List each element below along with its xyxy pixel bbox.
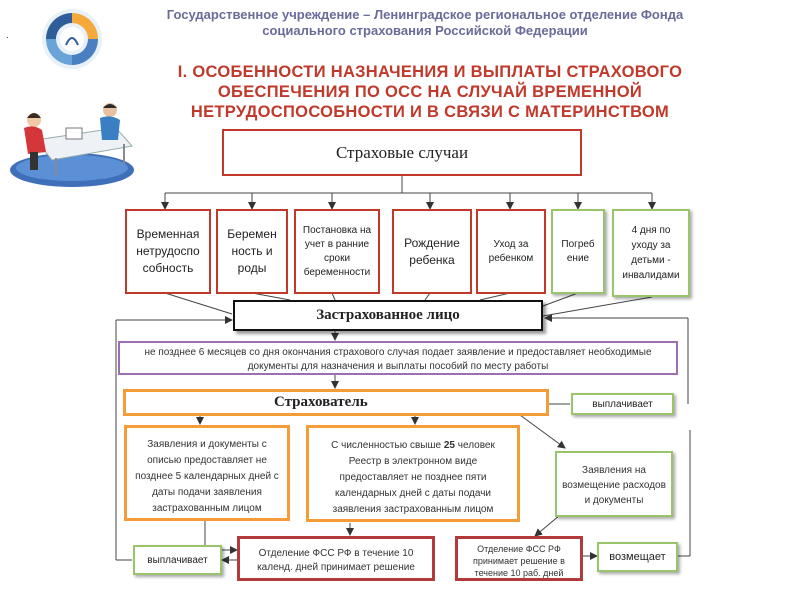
fss-work-line2: принимает решение в [473, 556, 565, 566]
fss-decision-10-working-days-box: Отделение ФСС РФ принимает решение в теч… [455, 536, 583, 581]
reimburses-box: возмещает [597, 542, 678, 572]
large-employer-line4: календарных дней с даты подачи [334, 488, 492, 499]
insured-person-box: Застрахованное лицо [233, 300, 543, 331]
small-employer-line3: позднее 5 календарных дней с [135, 471, 279, 482]
case-label: Постановка на учет в ранние сроки береме… [302, 224, 372, 278]
case-burial: Погреб ение [551, 209, 605, 294]
pays-right-box: выплачивает [571, 393, 674, 415]
fss-work-line1: Отделение ФСС РФ [477, 544, 561, 554]
reimburses-label: возмещает [609, 551, 666, 563]
documents-within-5-days-box: Заявления и документы с описью предостав… [124, 425, 290, 521]
fss-logo-icon [36, 5, 108, 73]
reimbursement-line3: и документы [584, 495, 644, 506]
header-organization-line2: социального страхования Российской Федер… [262, 23, 588, 38]
title-line1: I. ОСОБЕННОСТИ НАЗНАЧЕНИЯ И ВЫПЛАТЫ СТРА… [177, 63, 683, 81]
title-line2: ОБЕСПЕЧЕНИЯ ПО ОСС НА СЛУЧАЙ ВРЕМЕННОЙ [217, 83, 643, 101]
pays-left-label: выплачивает [147, 554, 208, 566]
office-workers-illustration [6, 98, 138, 190]
case-label: Временная нетрудоспо собность [136, 227, 200, 275]
small-employer-line4: даты подачи заявления [152, 487, 262, 498]
fss-decision-10-line1: Отделение ФСС РФ в течение 10 [258, 548, 414, 559]
insured-person-label: Застрахованное лицо [316, 307, 460, 323]
reimbursement-request-box: Заявления на возмещение расходов и докум… [555, 451, 673, 517]
pays-left-box: выплачивает [133, 545, 222, 575]
case-child-birth: Рождение ребенка [392, 209, 472, 294]
case-child-care: Уход за ребенком [476, 209, 546, 294]
small-employer-line2: описью предоставляет не [147, 455, 267, 466]
insurance-cases-root-label: Страховые случаи [335, 142, 469, 162]
case-disabled-children-care: 4 дня по уходу за детьми - инвалидами [612, 209, 690, 297]
reimbursement-line2: возмещение расходов [562, 480, 666, 491]
application-note-line2: документы для назначения и выплаты пособ… [247, 361, 549, 372]
page-title: I. ОСОБЕННОСТИ НАЗНАЧЕНИЯ И ВЫПЛАТЫ СТРА… [110, 62, 750, 122]
insurer-box: Страхователь [123, 389, 549, 416]
header-organization-line1: Государственное учреждение – Ленинградск… [166, 7, 684, 22]
large-employer-line2: Реестр в электронном виде [348, 456, 478, 467]
large-employer-line5: заявления застрахованным лицом [332, 504, 494, 515]
small-employer-line1: Заявления и документы с [147, 439, 267, 450]
application-deadline-note: не позднее 6 месяцев со дня окончания ст… [118, 341, 678, 375]
header-dot: . [6, 30, 9, 41]
case-pregnancy-childbirth: Беремен ность и роды [216, 209, 288, 294]
small-employer-line5: застрахованным лицом [152, 503, 262, 514]
insurer-label: Страхователь [274, 394, 368, 410]
fss-decision-10-line2: календ. дней принимает решение [257, 562, 415, 573]
electronic-registry-box: С численностью свыше 25 человек Реестр в… [306, 425, 520, 522]
reimbursement-line1: Заявления на [582, 465, 646, 476]
case-label: Уход за ребенком [488, 238, 534, 264]
case-label: Рождение ребенка [404, 235, 460, 267]
title-line3: НЕТРУДОСПОСОБНОСТИ И В СВЯЗИ С МАТЕРИНСТ… [190, 103, 670, 121]
case-label: Погреб ение [561, 238, 595, 264]
insurance-cases-root: Страховые случаи [222, 129, 582, 176]
case-early-pregnancy-registration: Постановка на учет в ранние сроки береме… [294, 209, 380, 294]
large-employer-line1: С численностью свыше 25 человек [331, 440, 495, 451]
large-employer-line3: предоставляет не позднее пяти [339, 472, 487, 483]
fss-decision-10-calendar-days-box: Отделение ФСС РФ в течение 10 календ. дн… [237, 536, 435, 581]
fss-work-line3: течение 10 раб. дней [474, 568, 564, 578]
case-temporary-disability: Временная нетрудоспо собность [125, 209, 211, 294]
pays-right-label: выплачивает [592, 398, 653, 410]
case-label: Беремен ность и роды [227, 227, 277, 275]
application-note-line1: не позднее 6 месяцев со дня окончания ст… [144, 347, 652, 358]
case-label: 4 дня по уходу за детьми - инвалидами [622, 225, 680, 281]
